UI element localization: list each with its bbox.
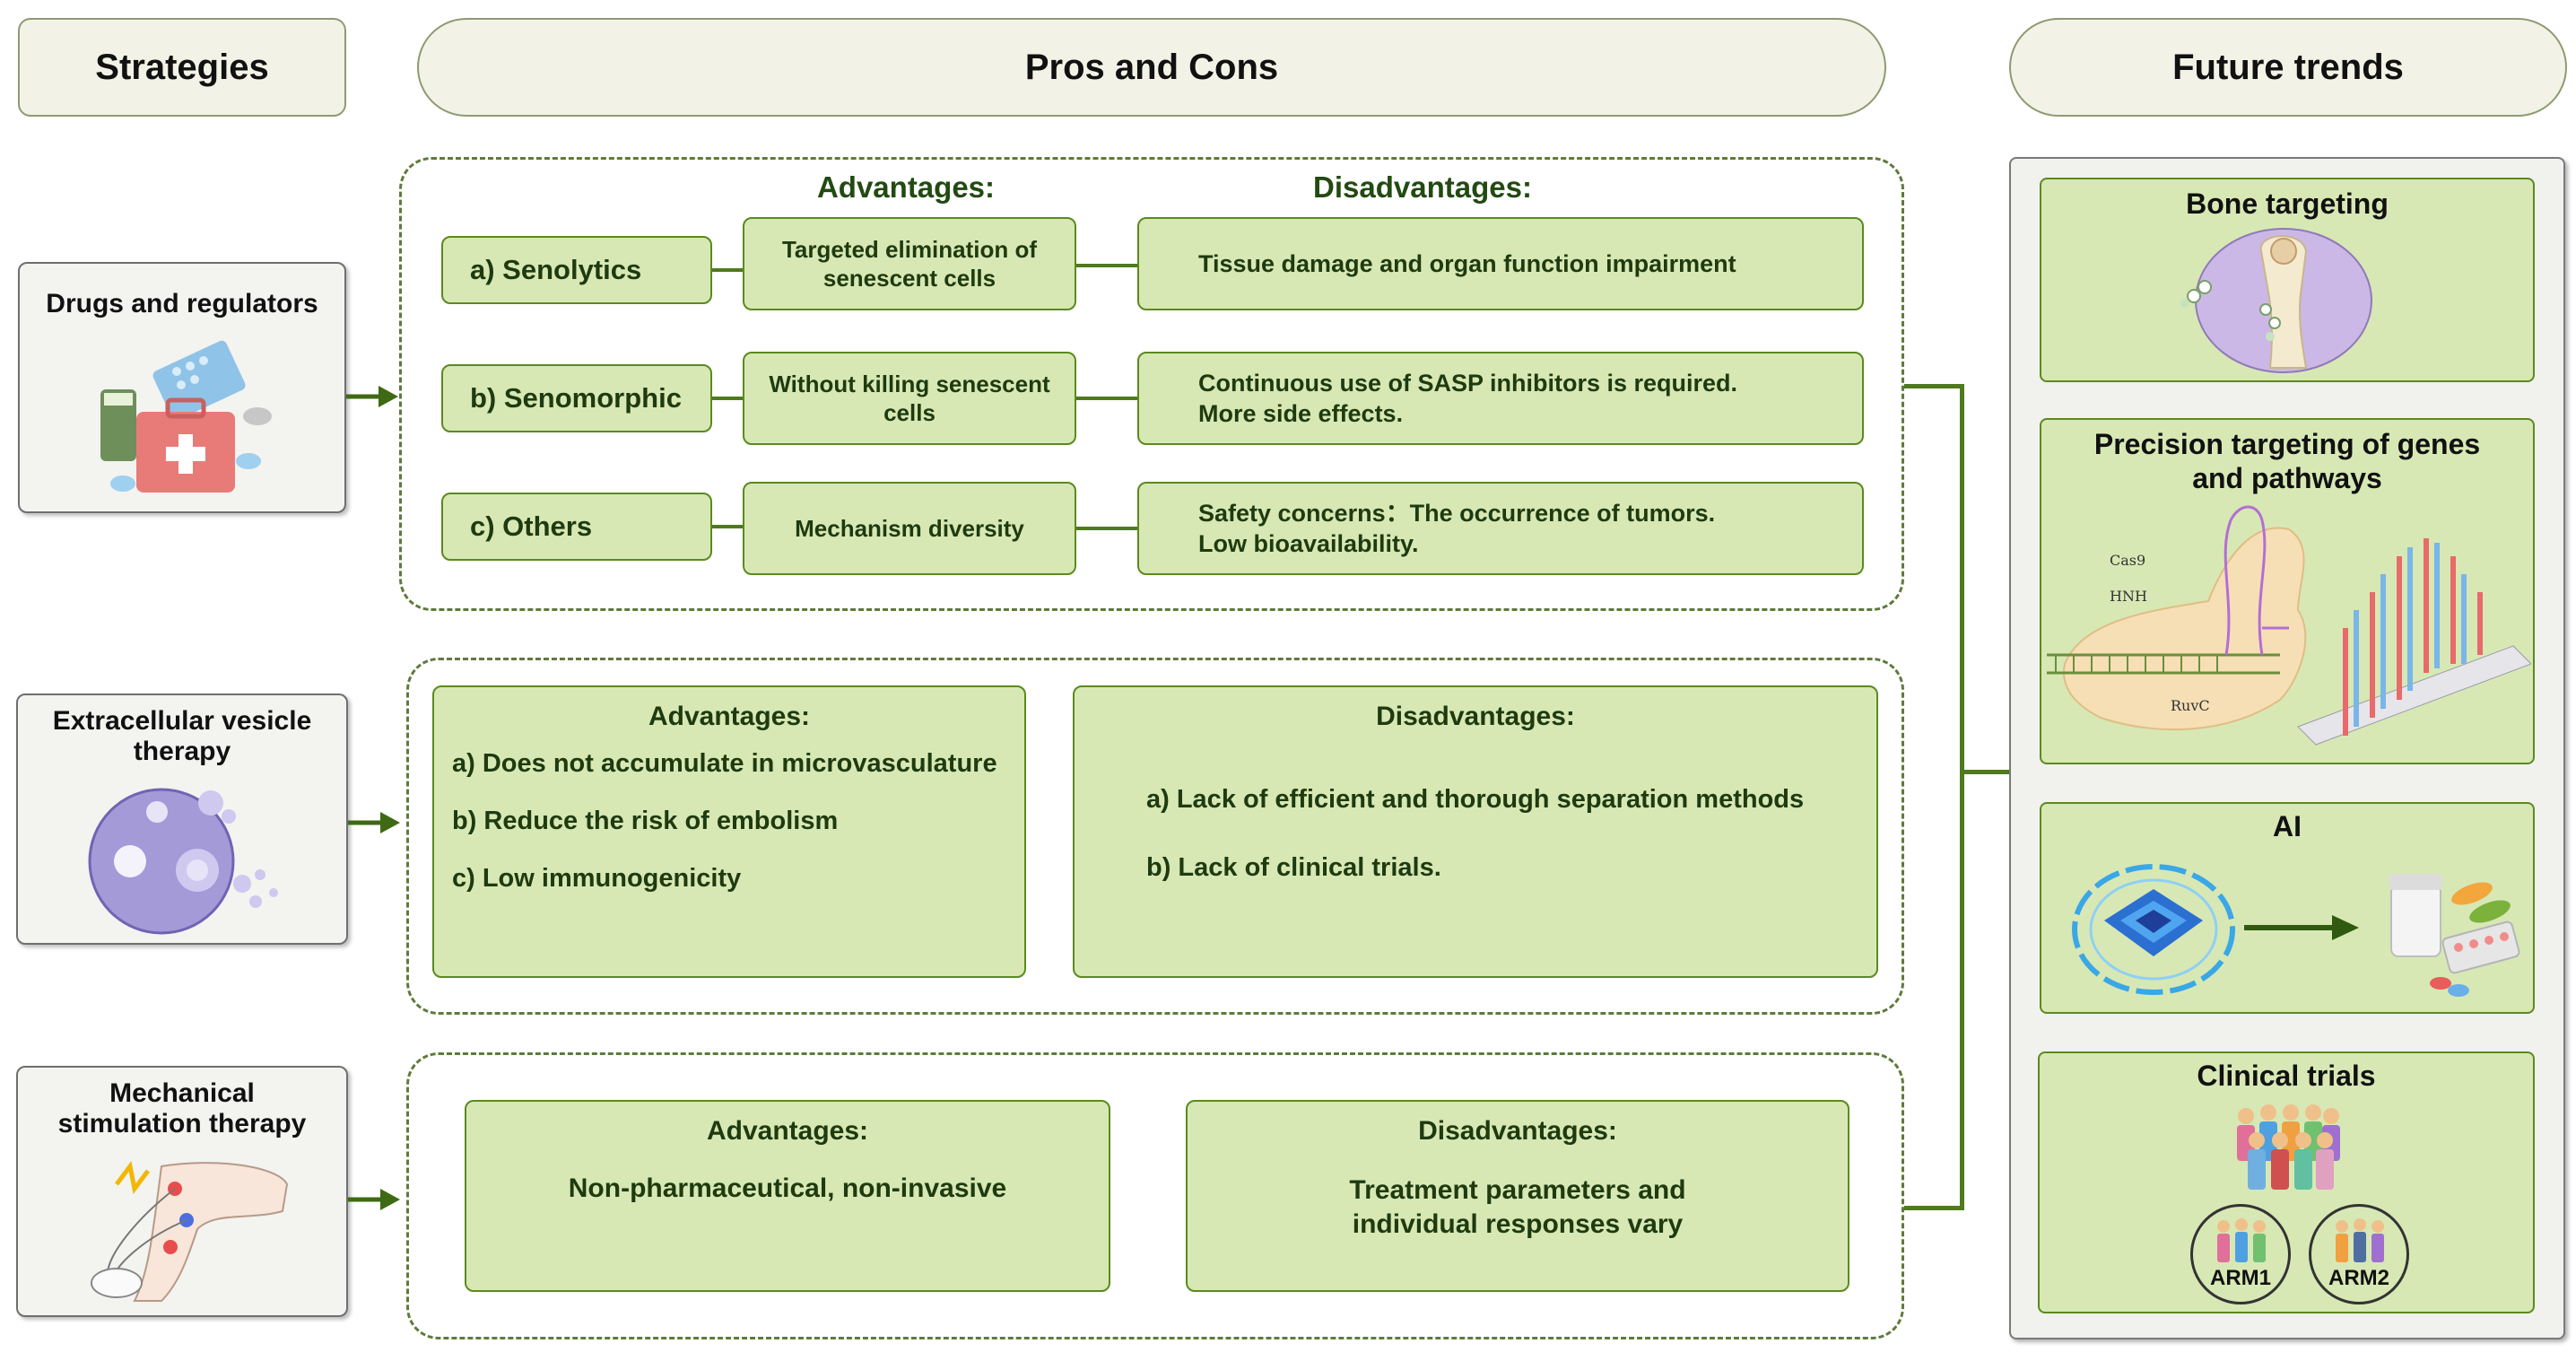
precision-targeting-title: Precision targeting of genes and pathway… (2093, 428, 2481, 494)
ev-advantages-heading: Advantages: (648, 702, 811, 731)
arrow-mech (348, 1189, 400, 1210)
bracket-line-mid (1960, 770, 2011, 774)
pros-cons-header: Pros and Cons (417, 18, 1886, 117)
clinical-trials-box: Clinical trials ARM1 ARM2 (2038, 1051, 2535, 1313)
senolytics-disadvantage-line1: Tissue damage and organ function impairm… (1198, 250, 1736, 277)
arm2-circle: ARM2 (2309, 1204, 2409, 1304)
cas9-label: Cas9 (2110, 552, 2145, 569)
medicine-bottle-icon (2389, 874, 2520, 997)
ruvc-label: RuvC (2171, 697, 2210, 714)
arrow-right-icon (2244, 915, 2359, 940)
strategy-ev-title: Extracellular vesicle therapy (52, 706, 312, 766)
bone-icon (2180, 228, 2372, 373)
ev-advantage-item: b) Reduce the risk of embolism (452, 807, 839, 835)
arrow-drugs (346, 386, 398, 407)
senomorphic-advantage: Without killing senescent cells (743, 352, 1076, 445)
others-label: c) Others (441, 493, 712, 561)
ai-box: AI (2040, 802, 2535, 1014)
crispr-icon: Cas9 HNH RuvC (2047, 505, 2531, 746)
bracket-line-bottom (1904, 1206, 1963, 1210)
ev-disadvantages-heading: Disadvantages: (1376, 702, 1575, 731)
vesicle-cell-icon (88, 788, 278, 935)
mech-disadvantages-text: Treatment parameters and individual resp… (1349, 1175, 1686, 1239)
mech-advantages-box: Advantages: Non-pharmaceutical, non-inva… (465, 1100, 1110, 1292)
strategies-header: Strategies (18, 18, 346, 117)
future-trends-header: Future trends (2009, 18, 2567, 117)
precision-targeting-box: Precision targeting of genes and pathway… (2040, 418, 2535, 764)
leg-stimulation-icon (91, 1161, 289, 1302)
medicine-kit-icon (100, 340, 272, 493)
clinical-trials-title: Clinical trials (2197, 1060, 2376, 1092)
senomorphic-disadvantage: Continuous use of SASP inhibitors is req… (1137, 352, 1864, 445)
ev-disadvantages-box: Disadvantages: a) Lack of efficient and … (1073, 685, 1878, 978)
ev-advantage-item: c) Low immunogenicity (452, 864, 742, 893)
ai-title: AI (2273, 810, 2302, 842)
others-disadvantage-line2: Low bioavailability. (1198, 530, 1419, 557)
mech-advantages-heading: Advantages: (706, 1116, 869, 1146)
arm2-label: ARM2 (2328, 1266, 2389, 1290)
connector-line (712, 397, 743, 400)
arm1-circle: ARM1 (2190, 1204, 2291, 1304)
senomorphic-label: b) Senomorphic (441, 364, 712, 432)
others-disadvantage-line1: Safety concerns：The occurrence of tumors… (1198, 500, 1716, 527)
bracket-vertical (1960, 384, 1964, 1210)
senolytics-label: a) Senolytics (441, 236, 712, 304)
mech-disadvantages-box: Disadvantages: Treatment parameters and … (1186, 1100, 1849, 1292)
connector-line (712, 525, 743, 528)
ev-advantages-box: Advantages: a) Does not accumulate in mi… (432, 685, 1026, 978)
bone-targeting-title: Bone targeting (2186, 188, 2389, 220)
ai-chip-icon (2072, 864, 2235, 995)
senolytics-disadvantage: Tissue damage and organ function impairm… (1137, 217, 1864, 310)
strategy-ev-box: Extracellular vesicle therapy (16, 694, 348, 945)
arrow-ev (348, 812, 400, 833)
ev-disadvantage-item: b) Lack of clinical trials. (1146, 853, 1441, 882)
ev-advantage-item: a) Does not accumulate in microvasculatu… (452, 749, 997, 778)
senomorphic-disadvantage-line2: More side effects. (1198, 400, 1404, 427)
future-trends-header-text: Future trends (2172, 47, 2404, 87)
mech-disadvantages-heading: Disadvantages: (1418, 1116, 1617, 1146)
connector-line (1076, 527, 1137, 530)
connector-line (712, 268, 743, 272)
strategy-mech-box: Mechanical stimulation therapy (16, 1066, 348, 1317)
senolytics-advantage: Targeted elimination of senescent cells (743, 217, 1076, 310)
strategies-header-text: Strategies (95, 47, 269, 87)
pros-cons-header-text: Pros and Cons (1024, 47, 1279, 87)
others-advantage: Mechanism diversity (743, 482, 1076, 575)
strategy-drugs-title: Drugs and regulators (46, 289, 318, 318)
arm1-people-icon (2217, 1218, 2266, 1262)
senomorphic-disadvantage-line1: Continuous use of SASP inhibitors is req… (1198, 370, 1738, 397)
mech-advantages-text: Non-pharmaceutical, non-invasive (568, 1173, 1007, 1203)
drugs-advantages-heading: Advantages: (816, 170, 996, 204)
connector-line (1076, 264, 1137, 267)
arm1-label: ARM1 (2209, 1266, 2271, 1290)
hnh-label: HNH (2110, 588, 2147, 605)
ev-disadvantage-item: a) Lack of efficient and thorough separa… (1146, 785, 1805, 814)
strategy-drugs-box: Drugs and regulators (18, 262, 346, 513)
bracket-line-top (1904, 384, 1963, 388)
strategy-mech-title: Mechanical stimulation therapy (57, 1078, 307, 1139)
connector-line (1076, 397, 1137, 400)
people-group-icon (2237, 1104, 2340, 1190)
others-disadvantage: Safety concerns：The occurrence of tumors… (1137, 482, 1864, 575)
arm2-people-icon (2336, 1218, 2384, 1262)
drugs-disadvantages-heading: Disadvantages: (1313, 170, 1532, 204)
bone-targeting-box: Bone targeting (2040, 178, 2535, 382)
